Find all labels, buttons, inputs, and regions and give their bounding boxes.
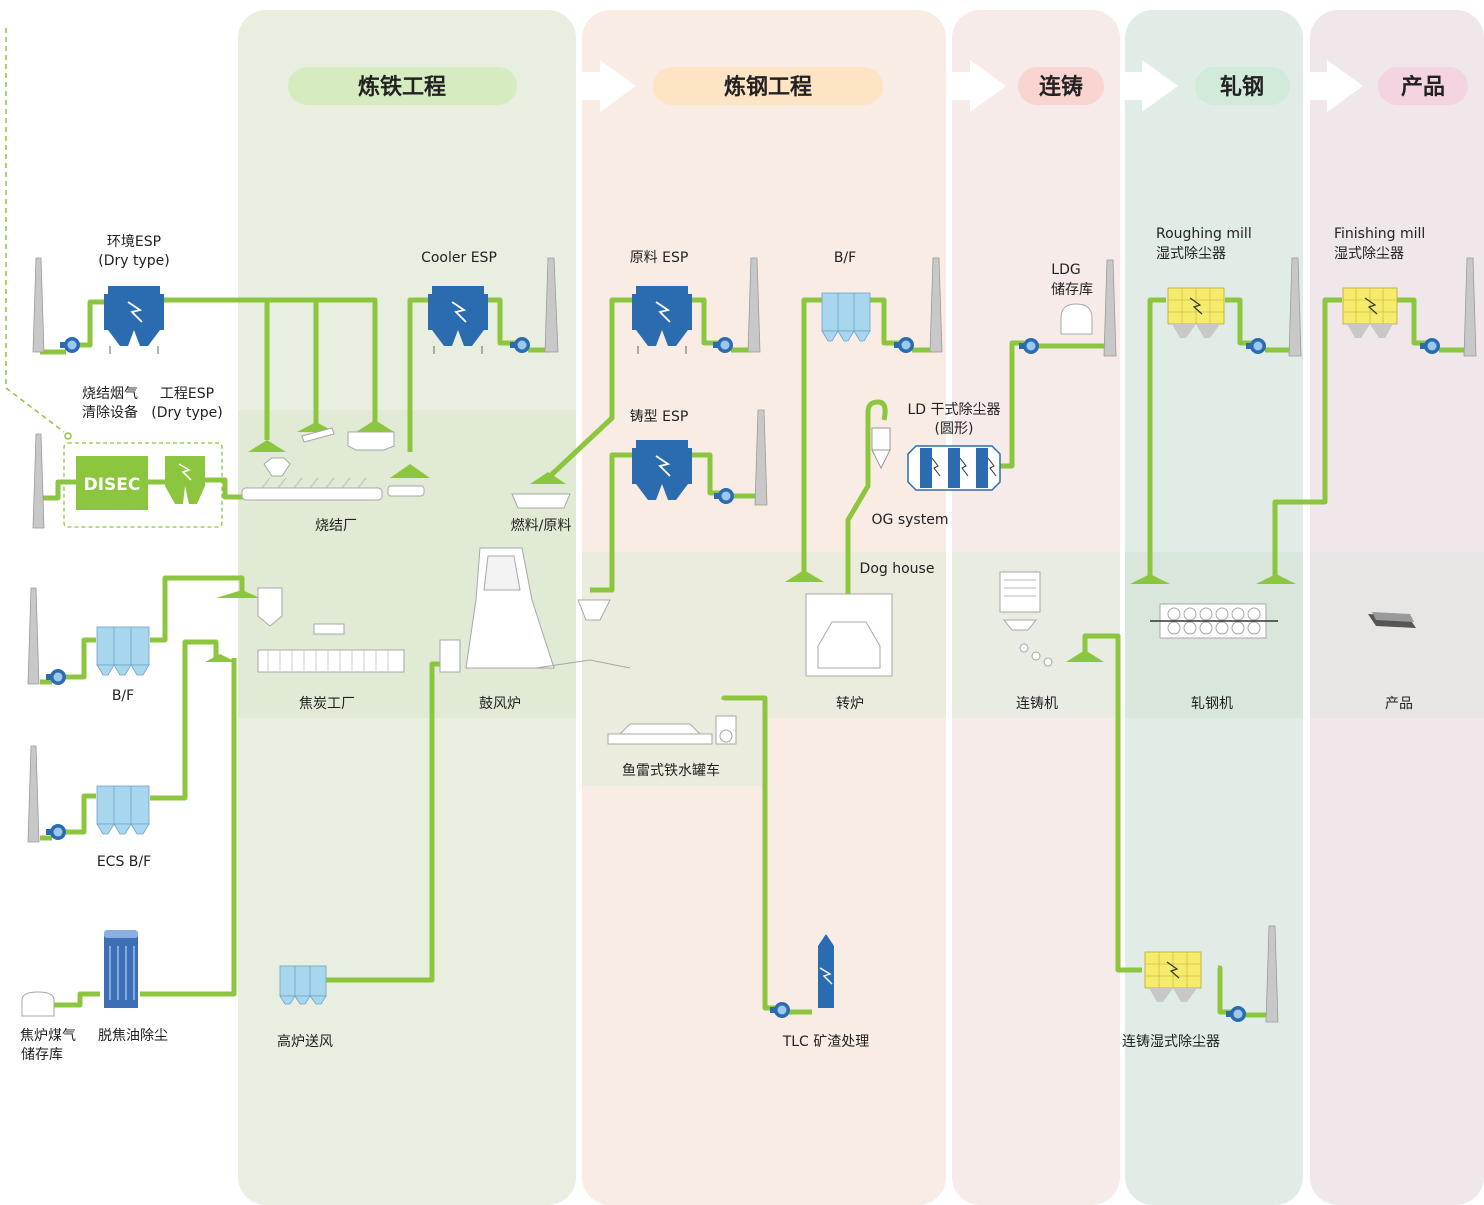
arrow-icon <box>580 60 636 112</box>
label-ecs-bf: ECS B/F <box>97 854 151 870</box>
bf-top-icon <box>821 292 871 342</box>
stack-icon <box>544 257 559 353</box>
label-dog-house: Dog house <box>860 561 935 577</box>
label-tlc: TLC 矿渣处理 <box>782 1034 870 1050</box>
stack-icon <box>1265 925 1279 1023</box>
og-cyclone-icon <box>871 427 891 470</box>
tlc-tower-icon <box>818 934 834 1008</box>
label-bf-left: B/F <box>112 688 134 704</box>
label-sinter-clean-2: 清除设备 <box>82 404 138 421</box>
label-caster: 连铸机 <box>1016 696 1058 712</box>
label-ldg-1: LDG <box>1051 262 1080 278</box>
label-blast-furnace: 鼓风炉 <box>479 696 521 712</box>
stack-icon <box>27 745 40 843</box>
bag-filters <box>96 292 871 1005</box>
label-coke-plant: 焦炭工厂 <box>299 696 355 712</box>
stack-icon <box>32 257 45 353</box>
stack-icon <box>929 257 943 353</box>
tar-removal-tower-icon <box>104 930 138 1008</box>
bf-left-icon <box>96 626 150 676</box>
label-ld-dry-2: (圆形) <box>935 421 974 437</box>
label-converter: 转炉 <box>836 696 864 712</box>
stack-icon <box>1288 257 1302 357</box>
esp-units <box>104 286 692 500</box>
label-bf-blower: 高炉送风 <box>277 1033 333 1050</box>
ld-dry-collector-icon <box>907 445 1001 491</box>
label-torpedo: 鱼雷式铁水罐车 <box>622 762 720 779</box>
label-roughing-2: 湿式除尘器 <box>1156 246 1226 262</box>
label-casting-esp: 铸型 ESP <box>630 409 689 425</box>
arrow-icon <box>950 60 1006 112</box>
stack-icon <box>27 587 40 685</box>
arrow-icon <box>1307 60 1363 112</box>
label-coke-gas-1: 焦炉煤气 <box>20 1028 76 1044</box>
steel-coil-icon <box>1368 612 1416 628</box>
stage-headers: 炼铁工程 炼钢工程 连铸 轧钢 产品 <box>288 60 1468 112</box>
label-og-system: OG system <box>872 512 949 528</box>
converter-vessel-icon <box>817 621 881 669</box>
caster-scrubber-icon <box>1144 951 1202 1002</box>
process-equipment <box>21 427 1278 1017</box>
sinter-strand-icon <box>241 487 383 501</box>
label-rolling-mill: 轧钢机 <box>1191 696 1233 712</box>
label-roughing-1: Roughing mill <box>1156 226 1252 242</box>
stage-title-product: 产品 <box>1401 75 1445 100</box>
stage-title-ironmaking: 炼铁工程 <box>358 74 446 100</box>
label-finishing-2: 湿式除尘器 <box>1334 246 1404 262</box>
wet-scrubbers <box>1144 287 1398 1002</box>
ecs-bf-icon <box>96 785 150 835</box>
fuel-bins-icon <box>511 493 571 509</box>
ldg-tank-icon <box>1060 303 1093 335</box>
torpedo-car-icon <box>607 733 713 745</box>
stack-icon <box>1103 259 1117 357</box>
label-tar-removal: 脱焦油除尘 <box>98 1028 168 1044</box>
label-coke-gas-2: 储存库 <box>21 1047 63 1063</box>
label-sinter-plant: 烧结厂 <box>315 518 357 534</box>
dashed-guide-line <box>5 28 65 433</box>
label-ld-dry-1: LD 干式除尘器 <box>907 402 1000 418</box>
label-raw-esp: 原料 ESP <box>630 250 689 266</box>
coke-gas-tank-icon <box>21 991 55 1017</box>
blower-bf-icon <box>279 965 327 1005</box>
label-fuel-raw: 燃料/原料 <box>511 517 572 534</box>
finishing-scrubber-icon <box>1342 287 1398 338</box>
cooler-esp-icon <box>428 286 488 354</box>
label-process-esp-1: 工程ESP <box>160 386 214 402</box>
label-env-esp-type: (Dry type) <box>98 253 169 269</box>
label-caster-wet: 连铸湿式除尘器 <box>1122 1034 1220 1050</box>
label-finishing-1: Finishing mill <box>1334 226 1425 242</box>
stage-title-rolling: 轧钢 <box>1220 74 1264 100</box>
hood-caps <box>205 420 1296 662</box>
arrow-icon <box>1122 60 1178 112</box>
duct-lines <box>40 297 1466 1018</box>
disec-unit: DISEC <box>76 456 205 510</box>
casting-esp-icon <box>632 440 692 500</box>
label-process-esp-2: (Dry type) <box>151 405 222 421</box>
caster-icon <box>999 571 1041 613</box>
label-bf-top: B/F <box>834 250 856 266</box>
disec-label: DISEC <box>84 475 141 495</box>
stage-title-casting: 连铸 <box>1039 74 1083 100</box>
stage-title-steelmaking: 炼钢工程 <box>724 74 812 100</box>
process-esp-icon <box>165 456 205 504</box>
labels: 环境ESP (Dry type) Cooler ESP 烧结烟气 清除设备 工程… <box>20 226 1425 1063</box>
label-sinter-clean-1: 烧结烟气 <box>82 386 138 402</box>
stack-icon <box>1463 257 1477 357</box>
env-esp-icon <box>104 286 164 354</box>
stack-icon <box>747 257 761 353</box>
stack-icon <box>32 433 45 529</box>
stacks <box>27 257 1477 1023</box>
label-cooler-esp: Cooler ESP <box>421 250 497 266</box>
label-env-esp: 环境ESP <box>107 234 161 250</box>
label-ldg-2: 储存库 <box>1051 282 1093 298</box>
coke-oven-icon <box>257 649 405 673</box>
roughing-scrubber-icon <box>1167 287 1225 338</box>
label-product: 产品 <box>1385 696 1413 712</box>
raw-esp-icon <box>632 286 692 354</box>
stack-icon <box>754 409 768 506</box>
